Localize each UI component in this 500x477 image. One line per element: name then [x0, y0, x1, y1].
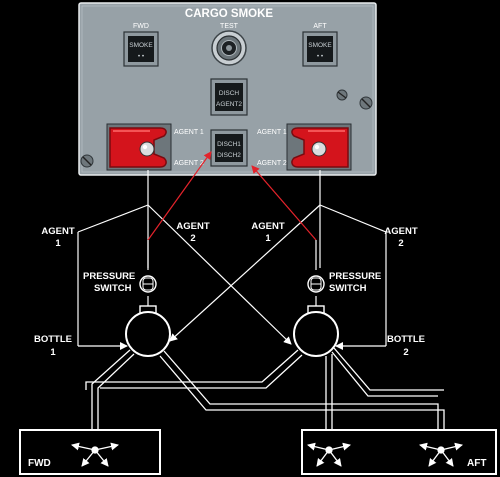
left-pressure-switch: [139, 275, 157, 293]
discharge-indication-arrows: [147, 151, 317, 270]
fwd-compartment: FWD: [19, 429, 161, 475]
right-agent-label: AGENT: [384, 226, 417, 237]
bottle2-label: BOTTLE: [387, 334, 425, 345]
bottle-2: [293, 305, 339, 357]
test-switch[interactable]: [211, 30, 247, 66]
fwd-smoke-text: SMOKE: [129, 42, 153, 49]
disch-agent2-text-1: DISCH: [219, 90, 240, 97]
schematic-labels: AGENT 1 AGENT 2 AGENT 1 AGENT 2 PRESSURE…: [34, 221, 425, 358]
mid-left-agent-number: 2: [190, 233, 195, 244]
right-pressure-label-1: PRESSURE: [329, 271, 381, 282]
disch-agent2-text-2: AGENT2: [216, 101, 242, 108]
left-agent1-label: AGENT 1: [174, 129, 204, 136]
mid-right-agent-label: AGENT: [251, 221, 284, 232]
test-label: TEST: [220, 23, 239, 30]
fwd-label: FWD: [133, 23, 149, 30]
bottle2-number: 2: [403, 347, 408, 358]
aft-nozzle: [307, 442, 351, 467]
aft-nozzle: [419, 442, 463, 467]
right-pressure-label-2: SWITCH: [329, 283, 367, 294]
right-agent2-label: AGENT 2: [257, 160, 287, 167]
left-agent2-label: AGENT 2: [174, 160, 204, 167]
aft-compartment-label: AFT: [467, 458, 486, 469]
fwd-compartment-label: FWD: [28, 458, 51, 469]
bottle-1: [125, 305, 171, 357]
fwd-nozzle: [71, 442, 119, 467]
left-agent-number: 1: [55, 238, 61, 249]
panel-screw: [336, 89, 348, 101]
wiring: [77, 170, 387, 350]
disch12-light[interactable]: DISCH1 DISCH2: [210, 129, 248, 167]
lamp-dots: • •: [317, 53, 324, 60]
fwd-smoke-light[interactable]: SMOKE • •: [123, 31, 159, 67]
lamp-dots: • •: [138, 53, 145, 60]
disch-agent2-light[interactable]: DISCH AGENT2: [210, 78, 248, 116]
fwd-fire-handle[interactable]: [106, 123, 172, 171]
mid-left-agent-label: AGENT: [176, 221, 209, 232]
right-agent-number: 2: [398, 238, 403, 249]
aft-fire-handle[interactable]: [286, 123, 352, 171]
left-pressure-label-1: PRESSURE: [83, 271, 135, 282]
disch12-text-2: DISCH2: [217, 152, 241, 159]
aft-smoke-text: SMOKE: [308, 42, 332, 49]
bottle1-number: 1: [50, 347, 56, 358]
disch12-text-1: DISCH1: [217, 141, 241, 148]
distribution-pipes: [85, 347, 445, 446]
mid-right-agent-number: 1: [265, 233, 271, 244]
aft-label: AFT: [313, 23, 327, 30]
bottle1-label: BOTTLE: [34, 334, 72, 345]
right-pressure-switch: [307, 275, 325, 293]
cargo-smoke-panel: CARGO SMOKE FWD TEST AFT SMOKE • • SMOKE…: [78, 2, 377, 176]
panel-screw: [80, 154, 94, 168]
panel-title: CARGO SMOKE: [185, 8, 274, 20]
panel-screw: [359, 96, 373, 110]
left-agent-label: AGENT: [41, 226, 74, 237]
right-agent1-label: AGENT 1: [257, 129, 287, 136]
left-pressure-label-2: SWITCH: [94, 283, 132, 294]
aft-smoke-light[interactable]: SMOKE • •: [302, 31, 338, 67]
